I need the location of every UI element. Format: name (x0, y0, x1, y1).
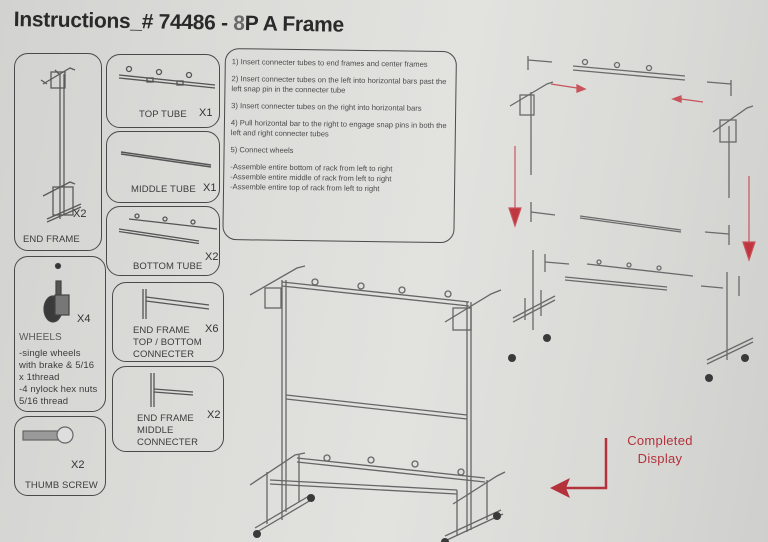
top-tube-qty: X1 (199, 107, 213, 119)
end-frame-label: END FRAME (23, 234, 80, 245)
connecter-tb-label-1: END FRAME (133, 325, 190, 336)
connecter-mid-label-3: CONNECTER (137, 437, 199, 448)
wheels-note-5: 5/16 thread (19, 396, 69, 407)
note-top: -Assemble entire top of rack from left t… (230, 182, 380, 194)
part-middle-tube: MIDDLE TUBE X1 (106, 131, 220, 203)
top-tube-icon (118, 65, 216, 89)
connecter-tb-label-2: TOP / BOTTOM (133, 337, 202, 348)
middle-tube-qty: X1 (203, 182, 217, 194)
title-suffix: P A Frame (244, 12, 345, 37)
connecter-mid-qty: X2 (207, 409, 221, 421)
part-end-frame-top-bottom-connecter: END FRAME TOP / BOTTOM CONNECTER X6 (112, 282, 224, 362)
bottom-tube-label: BOTTOM TUBE (133, 261, 203, 272)
step-3: 3) Insert connecter tubes on the right i… (231, 101, 422, 113)
part-end-frame: X2 END FRAME (14, 53, 102, 251)
page-title: Instructions_# 74486 - 8P A Frame (14, 8, 345, 38)
instructions-box: 1) Insert connecter tubes to end frames … (222, 48, 457, 244)
step-5: 5) Connect wheels (230, 145, 294, 155)
middle-tube-label: MIDDLE TUBE (131, 184, 196, 195)
part-bottom-tube: BOTTOM TUBE X2 (106, 206, 220, 276)
middle-tube-icon (120, 151, 212, 168)
part-top-tube: TOP TUBE X1 (106, 54, 220, 128)
part-thumb-screw: X2 THUMB SCREW (14, 416, 106, 496)
thumb-screw-label: THUMB SCREW (25, 480, 98, 491)
part-end-frame-middle-connecter: END FRAME MIDDLE CONNECTER X2 (112, 366, 224, 452)
connecter-tb-qty: X6 (205, 323, 219, 335)
wheels-note-2: with brake & 5/16 (19, 360, 95, 371)
wheels-note-4: -4 nylock hex nuts (19, 384, 98, 395)
exploded-view-illustration (508, 56, 756, 382)
step-4: 4) Pull horizontal bar to the right to e… (230, 118, 447, 139)
step-1: 1) Insert connecter tubes to end frames … (231, 57, 428, 69)
bottom-tube-icon (118, 213, 218, 245)
wheels-label: WHEELS (19, 332, 62, 343)
top-tube-label: TOP TUBE (139, 109, 187, 120)
connecter-tb-label-3: CONNECTER (133, 349, 195, 360)
wheels-note-1: -single wheels (19, 348, 81, 359)
wheels-note-3: x 1thread (19, 372, 60, 383)
bottom-tube-qty: X2 (205, 251, 219, 263)
connecter-mid-label-1: END FRAME (137, 413, 194, 424)
thumb-screw-icon (22, 426, 74, 444)
completed-line-1: Completed (627, 433, 693, 448)
step-2: 2) Insert connecter tubes on the left in… (231, 74, 447, 95)
middle-connecter-icon (150, 373, 194, 407)
completed-line-2: Display (637, 451, 683, 466)
thumb-screw-qty: X2 (71, 459, 85, 471)
connecter-mid-label-2: MIDDLE (137, 425, 174, 436)
part-wheels: X4 WHEELS -single wheels with brake & 5/… (14, 256, 106, 412)
end-frame-qty: X2 (73, 208, 87, 220)
completed-display-callout: Completed Display (620, 432, 700, 468)
connecter-icon (142, 289, 210, 319)
assembled-rack-illustration (249, 265, 506, 542)
end-frame-icon (40, 67, 82, 223)
title-prefix: Instructions_# 74486 - (13, 8, 234, 35)
caster-wheel-icon (43, 262, 70, 323)
wheels-qty: X4 (77, 313, 91, 325)
completed-arrow-icon (550, 438, 608, 498)
title-faded-digit: 8 (233, 11, 245, 36)
